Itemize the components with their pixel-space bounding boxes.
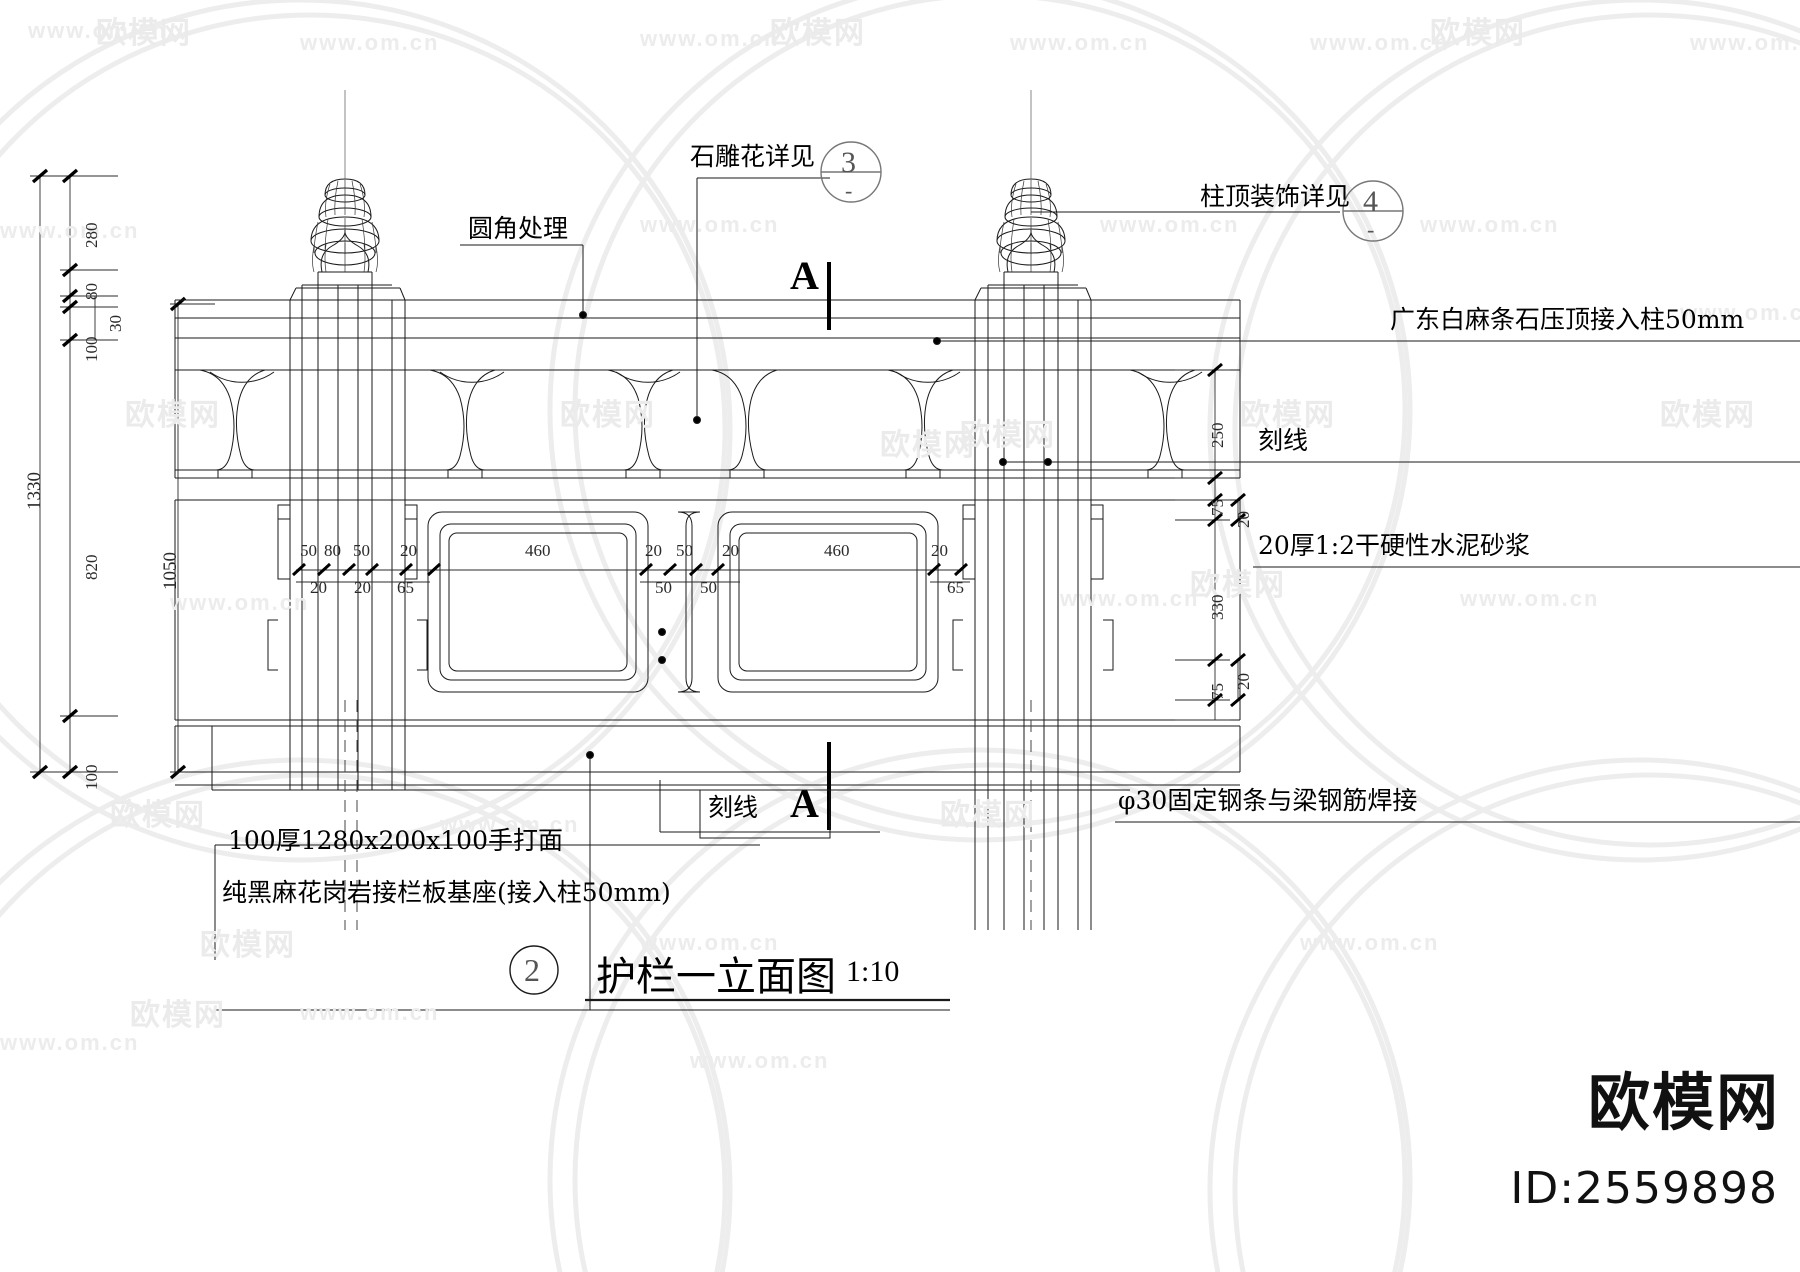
dim-h-50a: 50 bbox=[300, 541, 317, 560]
section-mark-a-bottom: A bbox=[790, 781, 819, 826]
label-steel-bar: φ30固定钢条与梁钢筋焊接 bbox=[1118, 786, 1418, 815]
dim-h2-20b: 20 bbox=[354, 578, 371, 597]
dim-h2-50b: 50 bbox=[700, 578, 717, 597]
dim-h2-65b: 65 bbox=[947, 578, 964, 597]
dim-h2-50a: 50 bbox=[655, 578, 672, 597]
dim-left-100-base: 100 bbox=[82, 764, 101, 791]
dim-left-1050: 1050 bbox=[160, 552, 181, 590]
dim-h-20d: 20 bbox=[931, 541, 948, 560]
dim-h-50c: 50 bbox=[676, 541, 693, 560]
drawing-title: 护栏一立面图 bbox=[596, 954, 836, 1000]
dim-h2-20a: 20 bbox=[310, 578, 327, 597]
footer-model-id: ID:2559898 bbox=[1510, 1163, 1778, 1214]
dim-left-total-1330: 1330 bbox=[24, 472, 45, 510]
dim-right-250: 250 bbox=[1208, 422, 1227, 449]
label-mortar: 20厚1:2干硬性水泥砂浆 bbox=[1258, 531, 1531, 560]
label-round-corner: 圆角处理 bbox=[468, 214, 569, 243]
label-granite-base: 纯黑麻花岗岩接栏板基座(接入柱50mm) bbox=[222, 878, 671, 907]
dim-h2-65a: 65 bbox=[397, 578, 414, 597]
label-cap-stone: 广东白麻条石压顶接入柱50mm bbox=[1390, 305, 1745, 334]
tag-number-4: 4 bbox=[1363, 185, 1378, 218]
label-engraved-line-right: 刻线 bbox=[1258, 426, 1309, 455]
dim-right-20-lower: 20 bbox=[1234, 673, 1253, 690]
label-stone-flower: 石雕花详见 bbox=[690, 142, 816, 171]
tag-sub-4: - bbox=[1367, 217, 1375, 242]
dim-h-460b: 460 bbox=[824, 541, 850, 560]
label-column-top-decoration: 柱顶装饰详见 bbox=[1200, 182, 1351, 211]
dim-h-20c: 20 bbox=[722, 541, 739, 560]
dim-h-20b: 20 bbox=[645, 541, 662, 560]
dim-right-20: 20 bbox=[1234, 511, 1253, 528]
label-engraved-line-bottom: 刻线 bbox=[708, 793, 759, 822]
footer-brand-logo: 欧模网 bbox=[1587, 1066, 1780, 1139]
dim-h-50b: 50 bbox=[353, 541, 370, 560]
dim-h-80: 80 bbox=[324, 541, 341, 560]
dim-right-75: 75 bbox=[1208, 499, 1227, 516]
dim-h-460a: 460 bbox=[525, 541, 551, 560]
dim-h-20a: 20 bbox=[400, 541, 417, 560]
dim-left-100: 100 bbox=[82, 336, 101, 363]
dim-left-80: 80 bbox=[82, 283, 101, 300]
drawing-scale: 1:10 bbox=[846, 955, 900, 988]
dim-left-280: 280 bbox=[82, 222, 101, 249]
tag-number-3: 3 bbox=[841, 146, 856, 179]
dim-left-820: 820 bbox=[82, 554, 101, 581]
drawing-detail-tag: 2 bbox=[524, 952, 540, 988]
label-base-plate: 100厚1280x200x100手打面 bbox=[228, 826, 563, 855]
dim-right-75-lower: 75 bbox=[1208, 683, 1227, 700]
tag-sub-3: - bbox=[845, 178, 853, 203]
dim-left-30: 30 bbox=[106, 315, 125, 332]
section-mark-a-top: A bbox=[790, 253, 819, 298]
dim-right-330: 330 bbox=[1208, 594, 1227, 621]
